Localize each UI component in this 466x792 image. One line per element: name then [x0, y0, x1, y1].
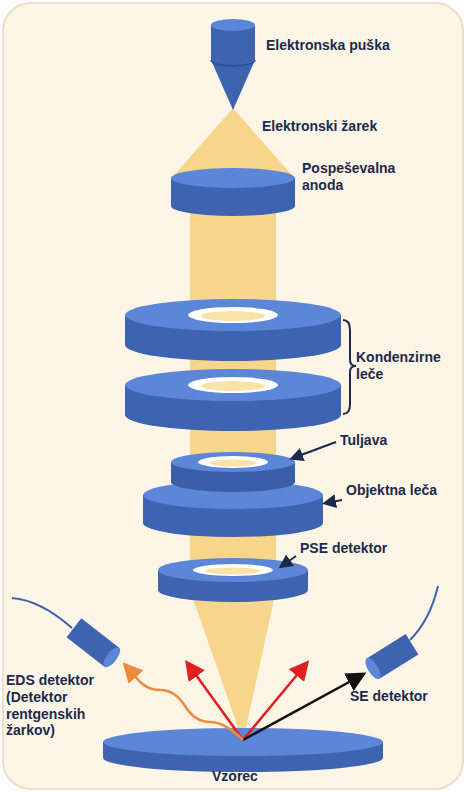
part-label: Tuljava: [340, 432, 387, 449]
detector-label: EDS detektor (Detektor rentgenskih žarko…: [6, 672, 124, 739]
part-label: Kondenzirne leče: [356, 349, 462, 383]
part-label: Elektronska puška: [266, 37, 390, 54]
detector-label: SE detektor: [350, 688, 428, 705]
sample-label: Vzorec: [212, 768, 258, 785]
beam-label: Elektronski žarek: [262, 118, 377, 135]
part-label: PSE detektor: [300, 540, 387, 557]
part-label: Objektna leča: [346, 482, 437, 499]
part-label: Pospeševalna anoda: [302, 160, 422, 194]
